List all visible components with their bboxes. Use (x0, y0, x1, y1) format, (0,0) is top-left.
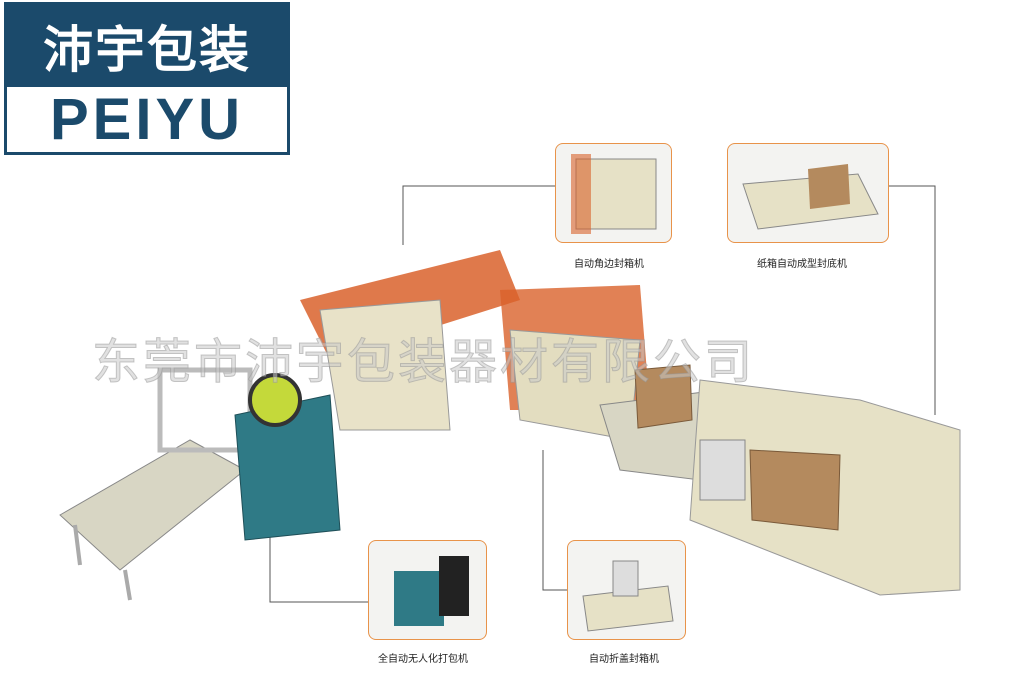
case-sealer (319, 299, 451, 431)
strap-reel (248, 373, 302, 427)
thumb-corner-sealer (555, 143, 672, 243)
thumb-case-erector (727, 143, 889, 243)
label-case-erector: 纸箱自动成型封底机 (757, 259, 847, 270)
label-strapping-machine: 全自动无人化打包机 (378, 654, 468, 665)
callout-lines (269, 185, 936, 603)
control-panel (699, 439, 746, 501)
conveyor-left (59, 439, 246, 601)
logo-chinese: 沛宇包装 (7, 5, 287, 87)
label-folding-sealer: 自动折盖封箱机 (589, 654, 659, 665)
logo-english: PEIYU (49, 87, 245, 152)
watermark: 东莞市沛宇包装器材有限公司 (91, 334, 756, 391)
label-corner-sealer: 自动角边封箱机 (574, 259, 644, 270)
thumb-folding-sealer (567, 540, 686, 640)
carton-box (634, 364, 693, 429)
thumb-strapping-machine (368, 540, 487, 640)
company-logo: 沛宇包装 PEIYU (4, 2, 290, 155)
